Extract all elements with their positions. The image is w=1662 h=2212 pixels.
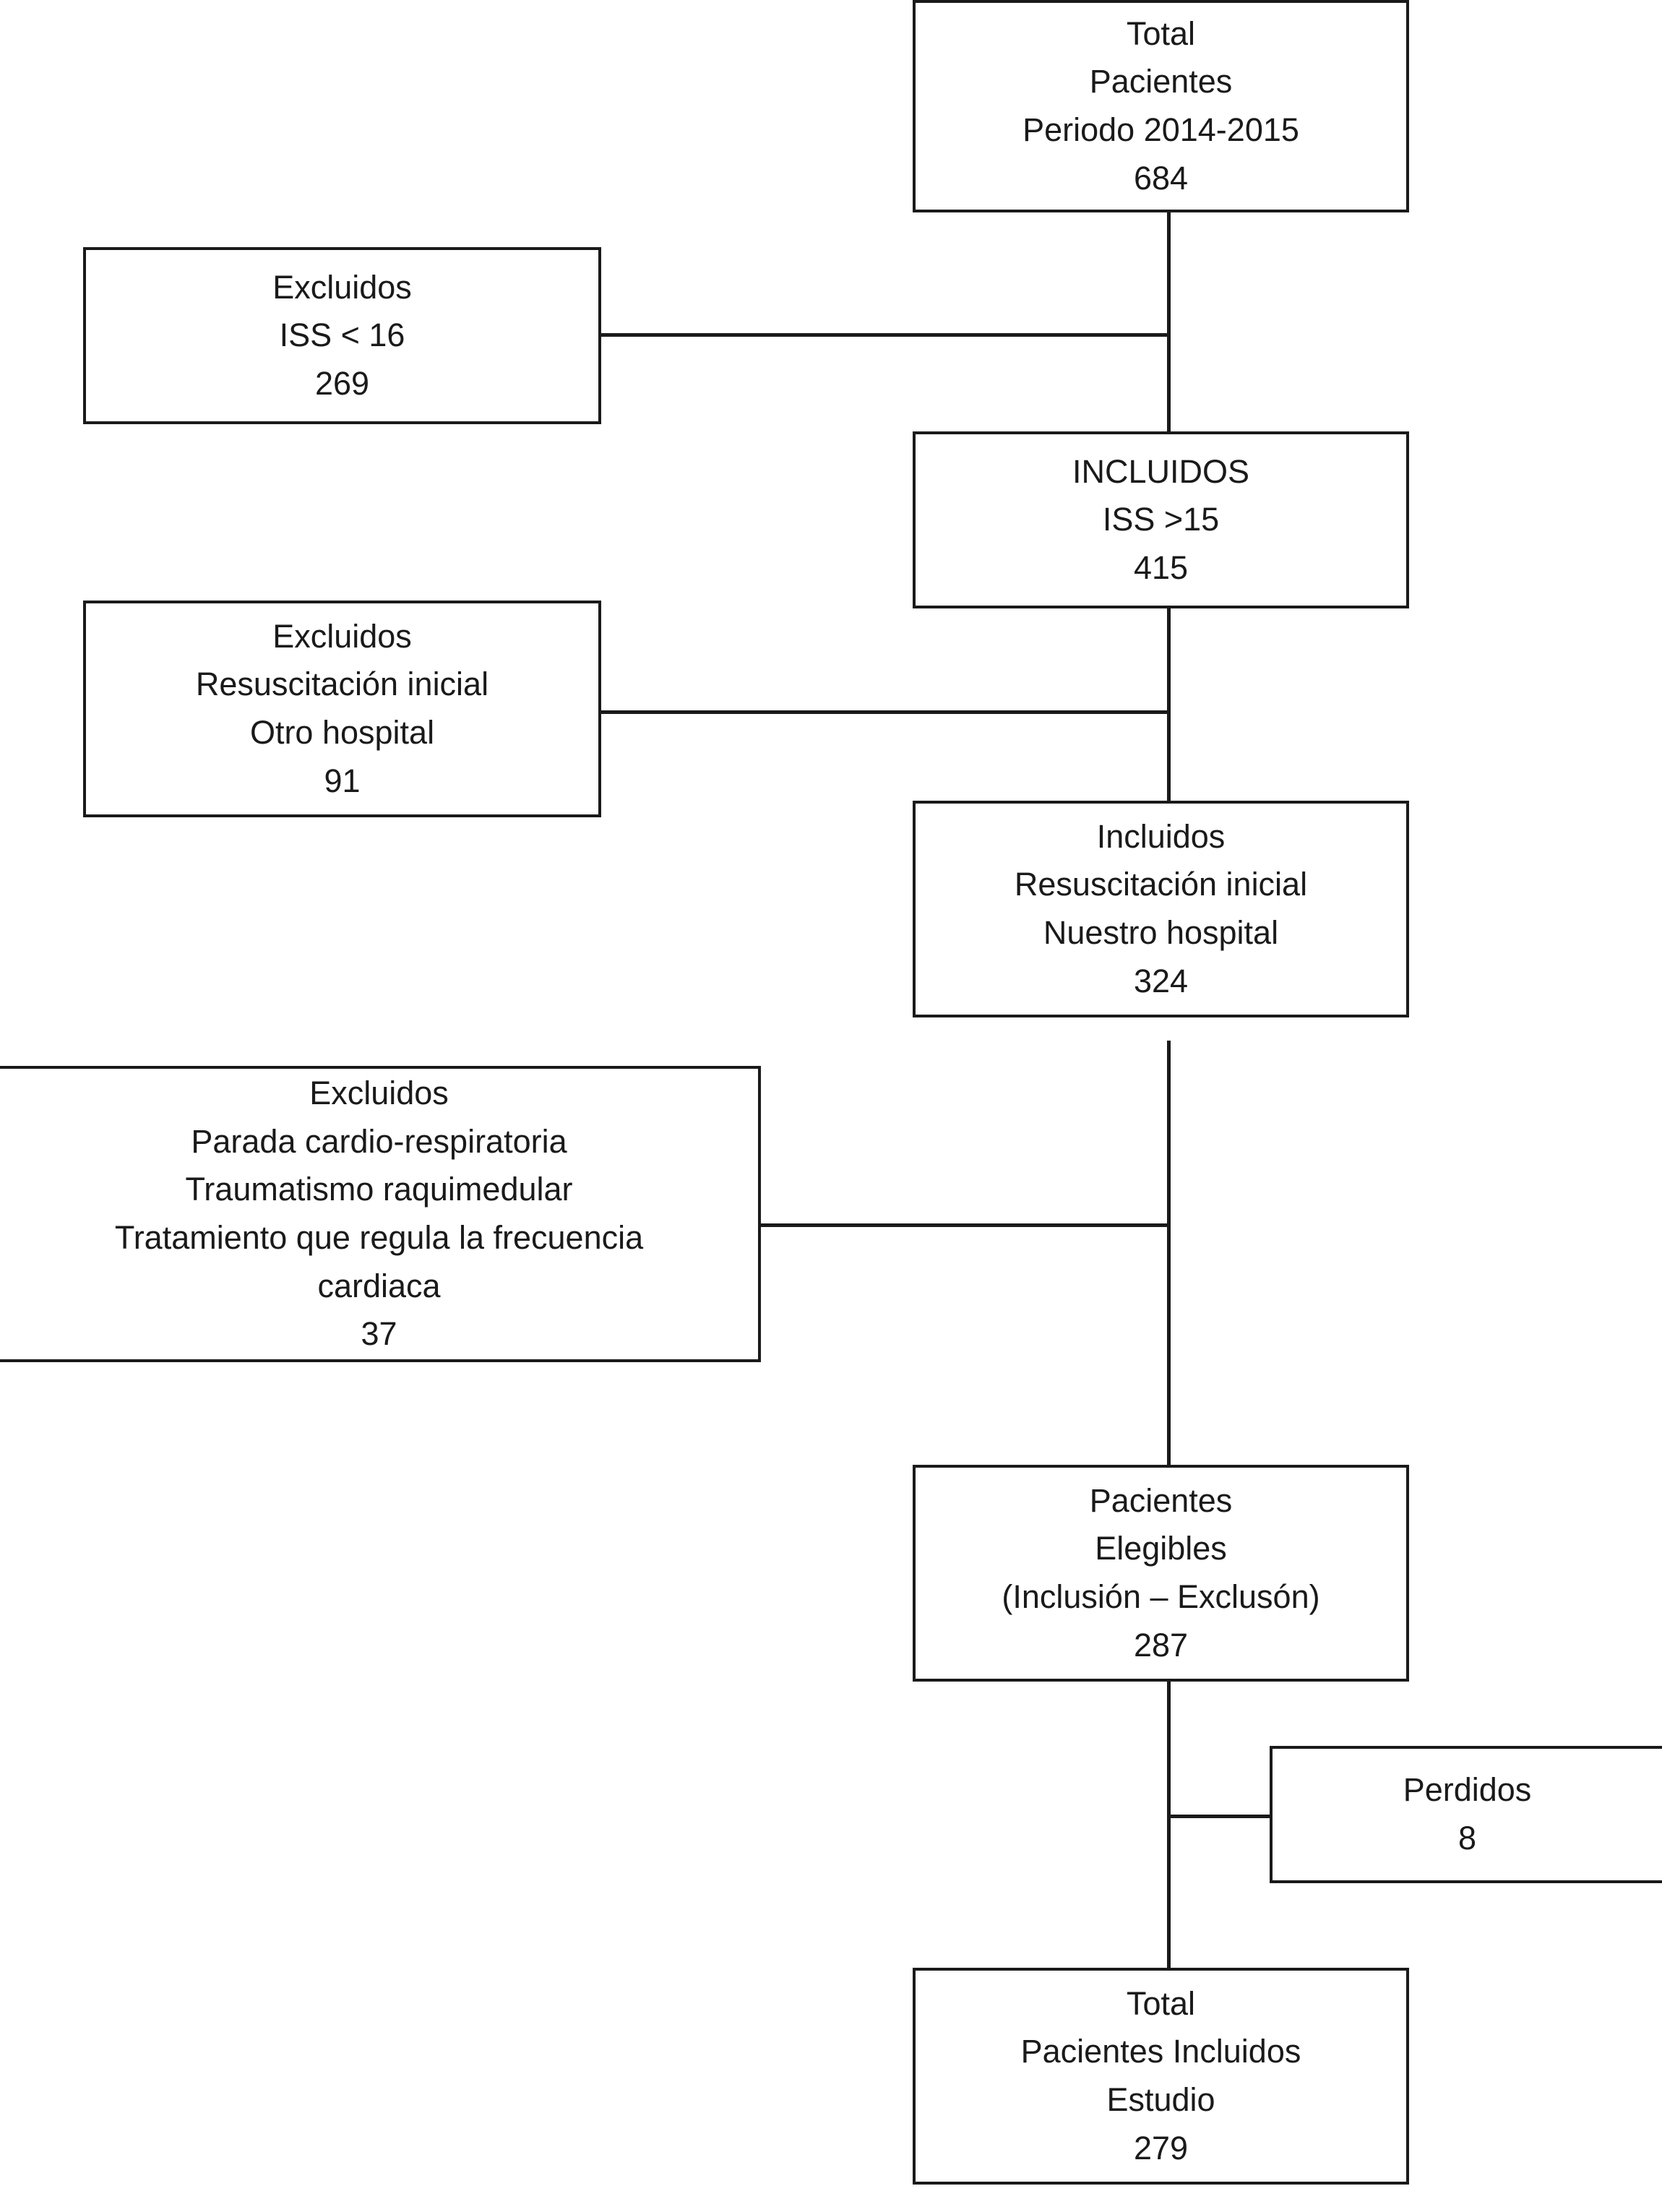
node-count: 8 (1458, 1820, 1477, 1856)
node-line: cardiaca (317, 1267, 441, 1304)
node-line: Total (1126, 14, 1196, 52)
node-line: INCLUIDOS (1072, 452, 1250, 490)
node-line: Estudio (1106, 2081, 1215, 2118)
node-line: Incluidos (1096, 817, 1226, 855)
node-line: Total (1126, 1984, 1196, 2022)
node-line: Resuscitación inicial (1014, 866, 1308, 903)
node-line: Pacientes Incluidos (1020, 2033, 1301, 2070)
node-excluidos-otro-hospital: Excluidos Resuscitación inicial Otro hos… (83, 601, 601, 817)
node-count: 415 (1133, 548, 1189, 586)
node-line: (Inclusión – Exclusón) (1002, 1578, 1320, 1615)
connector-excluidos-criterios (759, 1223, 1169, 1227)
node-count: 37 (361, 1315, 397, 1353)
connector-incluidos-to-nuestro (1167, 535, 1171, 824)
node-count: 684 (1133, 159, 1189, 197)
connector-total-to-incluidos (1167, 211, 1171, 434)
node-line: Perdidos (1403, 1771, 1532, 1809)
node-count: 91 (324, 762, 361, 799)
node-count: 287 (1133, 1626, 1189, 1664)
node-incluidos-nuestro-hospital: Incluidos Resuscitación inicial Nuestro … (913, 801, 1409, 1017)
node-total-pacientes: Total Pacientes Periodo 2014-2015 684 (913, 0, 1409, 212)
node-line: Traumatismo raquimedular (185, 1171, 573, 1208)
node-line: Pacientes (1089, 1481, 1233, 1519)
node-count: 269 (314, 364, 370, 402)
node-excluidos-iss: Excluidos ISS < 16 269 (83, 247, 601, 424)
node-line: Excluidos (272, 268, 412, 306)
connector-excluidos-otro-hospital (600, 710, 1169, 714)
node-line: Elegibles (1095, 1530, 1227, 1567)
node-pacientes-elegibles: Pacientes Elegibles (Inclusión – Exclusó… (913, 1465, 1409, 1682)
node-perdidos: Perdidos 8 (1270, 1746, 1662, 1883)
node-excluidos-criterios: Excluidos Parada cardio-respiratoria Tra… (0, 1066, 761, 1362)
connector-elegibles-to-total (1167, 1678, 1171, 1971)
node-line: Pacientes (1089, 63, 1233, 100)
node-count: 324 (1133, 962, 1189, 999)
node-line: ISS < 16 (279, 317, 405, 354)
connector-excluidos-iss (600, 333, 1169, 337)
node-incluidos-iss: INCLUIDOS ISS >15 415 (913, 431, 1409, 608)
node-line: ISS >15 (1102, 501, 1220, 538)
node-total-incluidos: Total Pacientes Incluidos Estudio 279 (913, 1968, 1409, 2185)
node-count: 279 (1133, 2129, 1189, 2166)
node-line: Parada cardio-respiratoria (191, 1122, 567, 1160)
node-line: Excluidos (272, 617, 412, 655)
node-line: Periodo 2014-2015 (1022, 111, 1299, 148)
node-line: Nuestro hospital (1043, 914, 1279, 951)
connector-perdidos (1167, 1815, 1273, 1818)
node-line: Resuscitación inicial (195, 666, 489, 703)
node-line: Otro hospital (249, 714, 435, 751)
connector-nuestro-to-elegibles (1167, 1041, 1171, 1474)
node-line: Tratamiento que regula la frecuencia (114, 1219, 644, 1256)
node-line: Excluidos (309, 1075, 449, 1112)
